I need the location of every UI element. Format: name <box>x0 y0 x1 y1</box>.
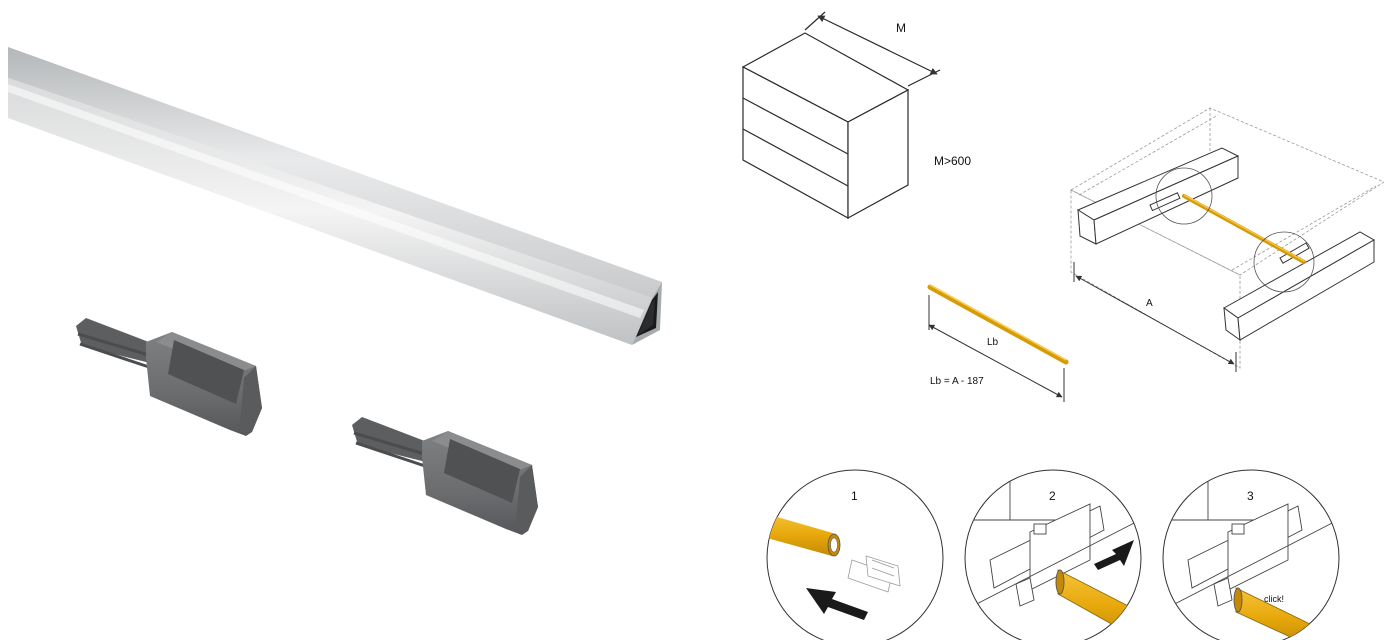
sync-rod <box>927 284 1069 365</box>
step-1-number: 1 <box>851 489 858 503</box>
plastic-connector <box>352 417 538 535</box>
plastic-connector <box>76 318 262 436</box>
step-2-detail <box>964 469 1142 640</box>
drawer-assembly <box>1070 107 1384 372</box>
rod-length-label: Lb <box>987 337 999 348</box>
width-label: A <box>1146 298 1153 309</box>
step-3-number: 3 <box>1247 489 1254 503</box>
step-3-detail <box>1162 469 1340 640</box>
depth-label: M <box>896 21 906 35</box>
rod-dimension <box>928 295 1065 402</box>
step-3-click-note: click! <box>1264 594 1284 604</box>
rod-formula: Lb = A - 187 <box>930 376 984 387</box>
cabinet-drawing <box>741 11 941 220</box>
step-2-number: 2 <box>1049 489 1056 503</box>
step-1-detail <box>766 469 944 640</box>
condition-label: M>600 <box>934 154 971 168</box>
aluminum-tube <box>8 47 662 345</box>
